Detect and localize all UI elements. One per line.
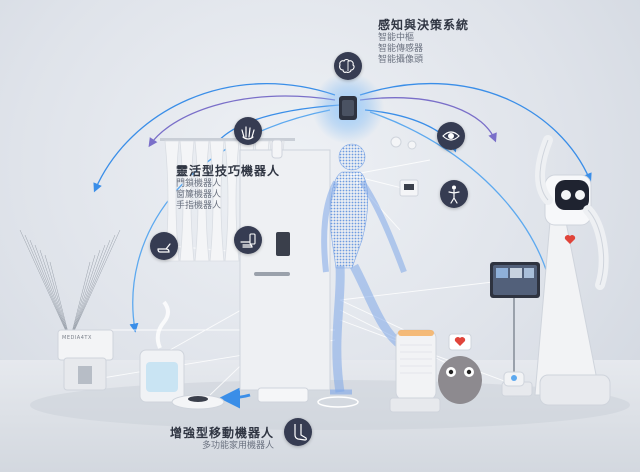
plush-companion bbox=[438, 333, 482, 404]
door-illustration bbox=[239, 149, 331, 391]
floor-device bbox=[257, 387, 309, 403]
dexterous-item: 窗簾機器人 bbox=[176, 190, 222, 200]
body-icon bbox=[440, 180, 468, 208]
dexterous-title: 靈活型技巧機器人 bbox=[176, 164, 281, 178]
robot-vacuum bbox=[171, 394, 225, 410]
foot-icon bbox=[284, 418, 312, 446]
mobile-item: 多功能家用機器人 bbox=[201, 441, 274, 451]
tablet-device bbox=[490, 262, 540, 397]
mesh-structure bbox=[19, 229, 121, 341]
left-robot-device bbox=[57, 329, 114, 391]
brain-icon bbox=[334, 52, 362, 80]
smart-lock bbox=[276, 232, 290, 256]
hand-point-icon bbox=[150, 232, 178, 260]
mobile-title: 增強型移動機器人 bbox=[169, 426, 274, 440]
floating-sensors bbox=[271, 136, 419, 197]
dexterous-label: 靈活型技巧機器人 門鎖機器人 窗簾機器人 手指機器人 bbox=[176, 162, 280, 212]
perception-item: 智能攝像頭 bbox=[378, 55, 424, 65]
air-purifier bbox=[389, 329, 441, 413]
door-handle bbox=[254, 272, 290, 276]
perception-label: 感知與決策系統 智能中樞 智能傳感器 智能攝像頭 bbox=[378, 16, 469, 66]
eye-icon bbox=[437, 122, 465, 150]
perception-item: 智能中樞 bbox=[378, 33, 415, 43]
mobile-label: 增強型移動機器人 多功能家用機器人 bbox=[166, 424, 274, 452]
humidifier bbox=[139, 300, 185, 403]
heart-icon bbox=[454, 337, 466, 346]
perception-title: 感知與決策系統 bbox=[378, 18, 470, 32]
small-floor-robot bbox=[503, 371, 525, 387]
dexterous-item: 手指機器人 bbox=[176, 201, 222, 211]
hand-touch-icon bbox=[234, 226, 262, 254]
perception-item: 智能傳感器 bbox=[378, 44, 424, 54]
hand-wave-icon bbox=[234, 117, 262, 145]
dexterous-item: 門鎖機器人 bbox=[176, 179, 222, 189]
device-brand: MEDIA4TX bbox=[62, 335, 92, 341]
human-figure bbox=[321, 143, 407, 395]
humanoid-robot bbox=[534, 135, 611, 406]
